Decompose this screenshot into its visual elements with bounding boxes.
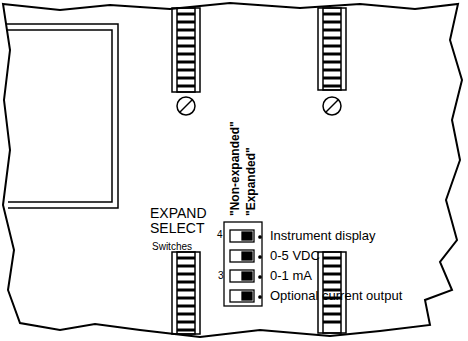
component-box [6,24,118,208]
terminal-screw [177,97,341,115]
switch-function: 0-1 mA [270,269,312,283]
cutaway-outline [3,3,462,337]
switch-function: Instrument display [270,229,376,243]
switch-function: 0-5 VDC [270,249,320,263]
dip-switch [224,222,262,306]
switch-function: Optional current output [270,289,402,303]
switch-group-label: Switches [152,241,192,252]
switch-group-label: EXPAND SELECT [150,206,222,237]
switch-number: 4 [217,229,223,240]
switch-number: 3 [218,270,224,281]
switch-position-label: "Non-expanded" [229,121,242,216]
terminal-strip [172,8,346,334]
switch-position-label: "Expanded" [245,147,258,216]
